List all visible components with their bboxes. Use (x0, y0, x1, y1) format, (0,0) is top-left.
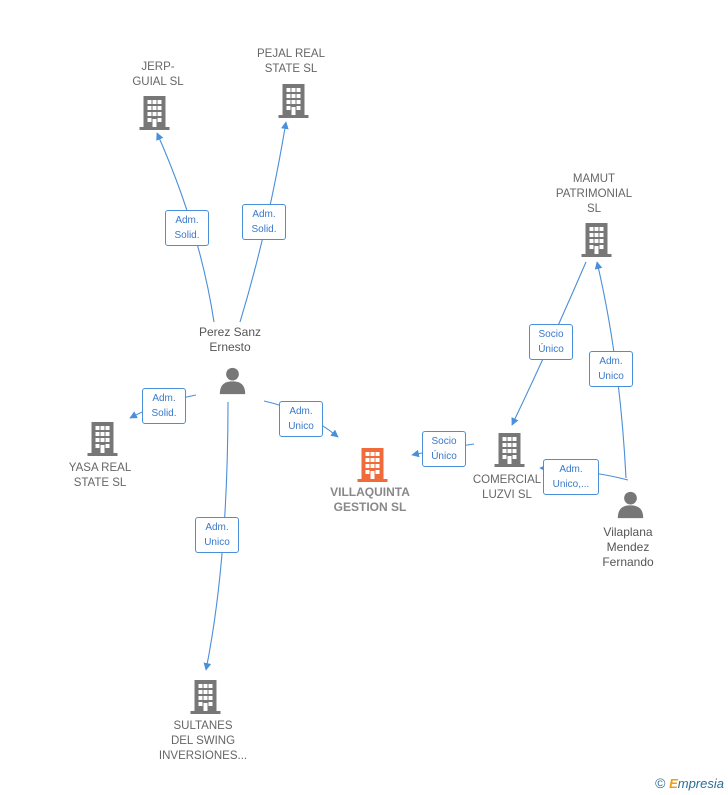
empresia-watermark: © Empresia (655, 775, 724, 791)
empresia-logo-letter: E (669, 776, 678, 791)
node-label-villaquinta-gestion[interactable]: VILLAQUINTA GESTION SL (330, 485, 410, 514)
edge-label-perez-sultanes[interactable]: Adm. Unico (195, 517, 239, 553)
building-icon[interactable] (357, 448, 388, 482)
node-label-mamut-patrimonial[interactable]: MAMUT PATRIMONIAL SL (555, 173, 633, 215)
building-icon[interactable] (87, 422, 118, 456)
node-label-comercial-luzvi[interactable]: COMERCIAL LUZVI SL (472, 474, 542, 501)
node-label-perez-sanz-ernesto[interactable]: Perez Sanz Ernesto (198, 325, 262, 354)
edge-label-perez-jerp[interactable]: Adm. Solid. (165, 210, 209, 246)
edge-label-vilaplana-comercial[interactable]: Adm. Unico,... (543, 459, 599, 495)
empresia-logo-text: mpresia (677, 776, 724, 791)
building-icon[interactable] (139, 96, 170, 130)
node-label-vilaplana-mendez-fernando[interactable]: Vilaplana Mendez Fernando (602, 525, 654, 569)
building-icon[interactable] (581, 223, 612, 257)
building-icon[interactable] (190, 680, 221, 714)
node-label-yasa-real-state[interactable]: YASA REAL STATE SL (68, 462, 132, 489)
copyright-symbol: © (655, 775, 666, 791)
edge-label-vilaplana-mamut[interactable]: Adm. Unico (589, 351, 633, 387)
building-icon[interactable] (494, 433, 525, 467)
node-label-jerp-guial[interactable]: JERP- GUIAL SL (132, 61, 184, 88)
edge-label-mamut-comercial[interactable]: Socio Único (529, 324, 573, 360)
person-icon[interactable] (219, 367, 246, 395)
edge-label-perez-villaquinta[interactable]: Adm. Unico (279, 401, 323, 437)
edge-label-perez-pejal[interactable]: Adm. Solid. (242, 204, 286, 240)
node-label-pejal-real-state[interactable]: PEJAL REAL STATE SL (257, 48, 325, 75)
person-icon[interactable] (617, 491, 644, 519)
node-label-sultanes-del-swing[interactable]: SULTANES DEL SWING INVERSIONES... (158, 720, 248, 762)
building-icon[interactable] (278, 84, 309, 118)
edge-label-perez-yasa[interactable]: Adm. Solid. (142, 388, 186, 424)
edge-label-comercial-villaquinta[interactable]: Socio Único (422, 431, 466, 467)
